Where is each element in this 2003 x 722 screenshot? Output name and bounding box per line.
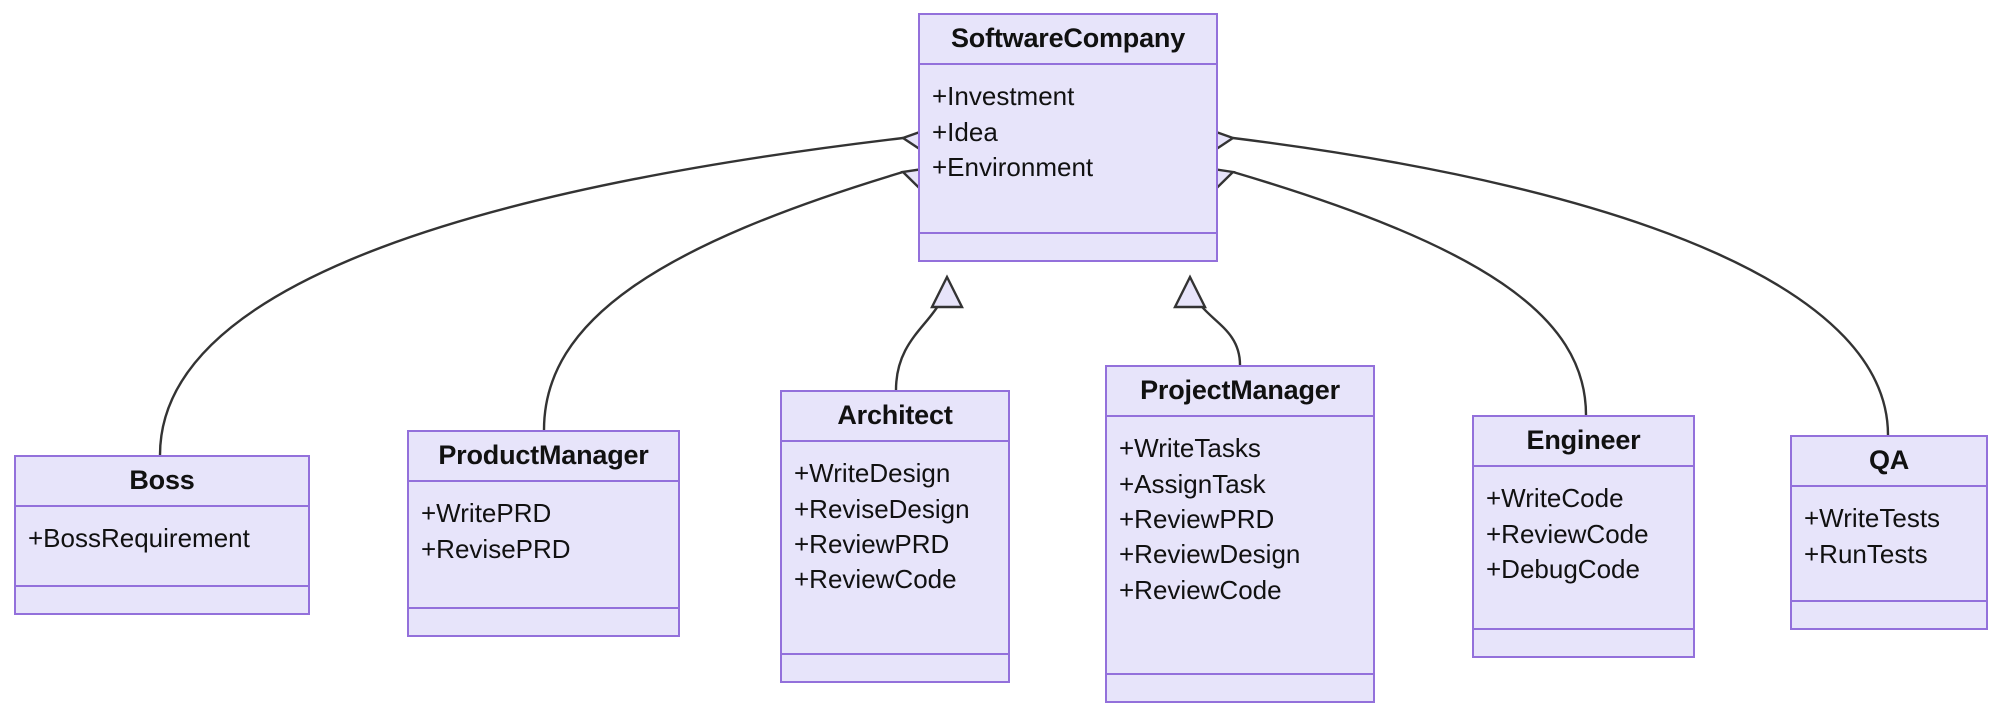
compartment-divider xyxy=(920,232,1216,234)
attribute-row: +BossRequirement xyxy=(28,523,250,554)
attributes-compartment-qa: +WriteTests +RunTests xyxy=(1792,487,1986,600)
uml-class-engineer[interactable]: Engineer +WriteCode +ReviewCode +DebugCode xyxy=(1472,415,1695,658)
uml-class-product-manager[interactable]: ProductManager +WritePRD +RevisePRD xyxy=(407,430,680,637)
class-name-architect: Architect xyxy=(837,400,953,430)
uml-class-qa[interactable]: QA +WriteTests +RunTests xyxy=(1790,435,1988,630)
attribute-row: +ReviewCode xyxy=(794,564,957,595)
class-name-project-manager: ProjectManager xyxy=(1140,375,1340,405)
uml-class-architect[interactable]: Architect +WriteDesign +ReviseDesign +Revie… xyxy=(780,390,1010,683)
attributes-compartment-project-manager: +WriteTasks +AssignTask +ReviewPRD +ReviewD… xyxy=(1107,417,1373,673)
attributes-compartment-engineer: +WriteCode +ReviewCode +DebugCode xyxy=(1474,467,1693,628)
compartment-divider xyxy=(16,585,308,587)
attributes-compartment-software-company: +Investment +Idea +Environment xyxy=(920,65,1216,232)
compartment-divider xyxy=(1474,628,1693,630)
compartment-divider xyxy=(409,607,678,609)
compartment-divider xyxy=(409,480,678,483)
attribute-row: +RevisePRD xyxy=(421,533,571,564)
inheritance-edge xyxy=(894,276,949,391)
attribute-row: +AssignTask xyxy=(1119,468,1266,499)
compartment-divider xyxy=(1792,485,1986,488)
compartment-divider xyxy=(1792,600,1986,602)
class-name-qa: QA xyxy=(1868,445,1910,475)
methods-compartment-engineer xyxy=(1474,630,1693,656)
methods-compartment-product-manager xyxy=(409,609,678,635)
attribute-row: +RunTests xyxy=(1804,538,1928,569)
methods-compartment-boss xyxy=(16,587,308,613)
attribute-row: +DebugCode xyxy=(1486,554,1640,585)
generalization-arrowhead-icon xyxy=(930,274,964,309)
class-name-boss: Boss xyxy=(129,465,195,495)
uml-class-software-company[interactable]: SoftwareCompany +Investment +Idea +Environm… xyxy=(918,13,1218,262)
inheritance-edge xyxy=(1188,276,1242,366)
attribute-row: +ReviewPRD xyxy=(1119,504,1275,535)
attribute-row: +ReviewDesign xyxy=(1119,539,1301,570)
compartment-divider xyxy=(1474,465,1693,468)
attributes-compartment-product-manager: +WritePRD +RevisePRD xyxy=(409,482,678,607)
methods-compartment-architect xyxy=(782,655,1008,681)
attribute-row: +ReviewCode xyxy=(1119,574,1282,605)
compartment-divider xyxy=(782,653,1008,655)
uml-class-boss[interactable]: Boss +BossRequirement xyxy=(14,455,310,615)
attribute-row: +ReviseDesign xyxy=(794,493,970,524)
attribute-row: +WriteTasks xyxy=(1119,433,1261,464)
attribute-row: +Idea xyxy=(932,116,998,147)
attribute-row: +ReviewCode xyxy=(1486,518,1649,549)
generalization-arrowhead-icon xyxy=(1173,274,1207,309)
attributes-compartment-boss: +BossRequirement xyxy=(16,507,308,585)
class-name-software-company: SoftwareCompany xyxy=(950,23,1186,53)
compartment-divider xyxy=(920,63,1216,66)
compartment-divider xyxy=(1107,673,1373,675)
attributes-compartment-architect: +WriteDesign +ReviseDesign +ReviewPRD +Revi… xyxy=(782,442,1008,653)
attribute-row: +Environment xyxy=(932,152,1094,183)
methods-compartment-qa xyxy=(1792,602,1986,628)
attribute-row: +WriteDesign xyxy=(794,458,951,489)
methods-compartment-software-company xyxy=(920,234,1216,260)
attribute-row: +WriteCode xyxy=(1486,483,1624,514)
uml-class-project-manager[interactable]: ProjectManager +WriteTasks +AssignTask +Rev… xyxy=(1105,365,1375,703)
methods-compartment-project-manager xyxy=(1107,675,1373,701)
attribute-row: +WritePRD xyxy=(421,498,552,529)
class-name-engineer: Engineer xyxy=(1526,425,1641,455)
class-name-product-manager: ProductManager xyxy=(438,440,649,470)
compartment-divider xyxy=(16,505,308,508)
attribute-row: +WriteTests xyxy=(1804,503,1941,534)
attribute-row: +ReviewPRD xyxy=(794,529,950,560)
attribute-row: +Investment xyxy=(932,81,1075,112)
